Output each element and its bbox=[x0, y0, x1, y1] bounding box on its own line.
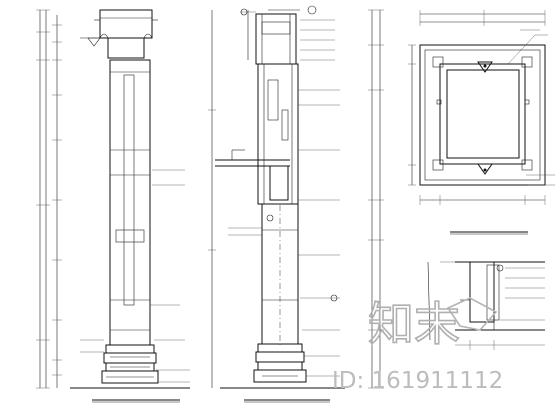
elevation-view-1 bbox=[36, 9, 190, 403]
watermark-logo-text: 知末 bbox=[368, 297, 460, 351]
watermark-id-text: ID: 161911112 bbox=[332, 368, 503, 394]
section-view-2 bbox=[208, 5, 345, 403]
watermark: 知末 ID: 161911112 bbox=[332, 296, 503, 394]
base-detail-view-5 bbox=[427, 261, 545, 350]
watermark-logo-mark bbox=[446, 297, 498, 331]
plan-section-view-4 bbox=[408, 10, 555, 235]
dimension-chain-3 bbox=[368, 9, 384, 389]
